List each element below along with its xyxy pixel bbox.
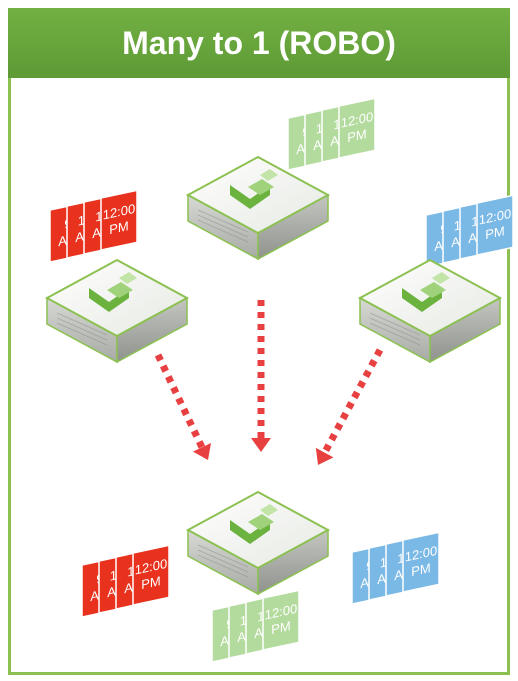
vendor-logo-icon (230, 169, 278, 209)
title-banner: Many to 1 (ROBO) (8, 8, 510, 78)
snapshot-period: PM (141, 573, 160, 592)
snapshot-period: PM (347, 126, 366, 145)
arrow-center-to-target (251, 300, 271, 452)
snapshot-time: 12:00 (265, 601, 297, 623)
snapshot-time: 12:00 (103, 201, 135, 223)
snapshot-period: PM (109, 218, 128, 237)
appliance-target (185, 490, 331, 596)
snapshot-period: PM (411, 560, 430, 579)
snapshot-period: PM (271, 618, 290, 637)
snapshot-period: PM (485, 223, 504, 242)
arrow-left-to-target (154, 353, 212, 460)
snapshot-time: 12:00 (135, 556, 167, 578)
vendor-logo-icon (402, 272, 450, 312)
snapshot-time: 12:00 (405, 543, 437, 565)
arrow-right-to-target (315, 348, 384, 465)
vendor-logo-icon (89, 272, 137, 312)
snapshot-time: 12:00 (479, 206, 511, 228)
snapshot-time: 12:00 (341, 109, 373, 131)
appliance-left-source (44, 258, 190, 364)
diagram-title: Many to 1 (ROBO) (122, 25, 396, 61)
appliance-center-source (185, 155, 331, 261)
appliance-right-source (357, 258, 503, 364)
vendor-logo-icon (230, 504, 278, 544)
